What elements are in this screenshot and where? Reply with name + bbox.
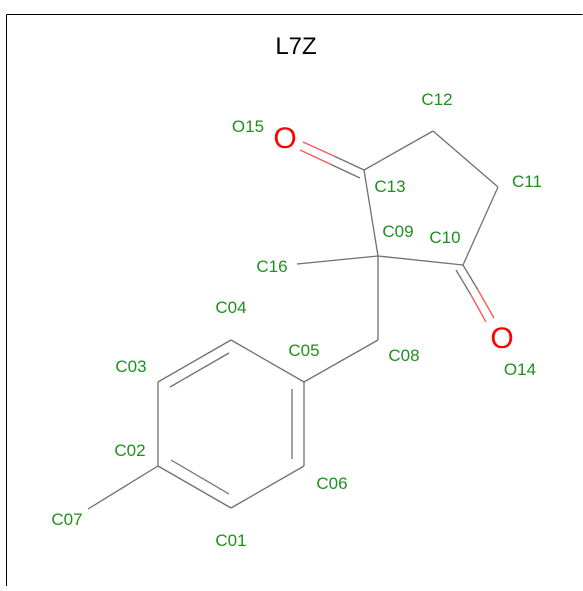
bond-c10-o14-b-gray (455, 269, 472, 296)
bond-c12-c11 (432, 130, 499, 188)
atom-label-c04: C04 (215, 298, 246, 317)
atom-label-c01: C01 (215, 531, 246, 550)
bond-c02-c07 (87, 465, 159, 510)
atom-label-c13: C13 (374, 177, 405, 196)
atom-labels: C12 O15 C11 C13 C09 C10 C16 C04 C05 C08 … (51, 90, 542, 550)
bonds (87, 130, 499, 510)
bond-c13-c12 (363, 130, 434, 171)
atom-label-c08: C08 (388, 346, 419, 365)
bond-c10-c09 (377, 255, 464, 266)
atom-label-c06: C06 (316, 474, 347, 493)
bond-c10-o14-b-red (470, 294, 487, 323)
oxygen-o14-symbol: O (490, 322, 513, 355)
bond-c10-o14-a-red (477, 289, 495, 319)
atom-label-c02: C02 (114, 441, 145, 460)
oxygen-o15-symbol: O (273, 122, 296, 155)
atom-label-c10: C10 (429, 228, 460, 247)
bond-c09-c16 (296, 255, 379, 265)
bond-c04-c03 (157, 339, 232, 383)
atom-label-c11: C11 (512, 172, 542, 191)
bond-c10-o14-a-gray (462, 264, 479, 291)
bond-c13-o15-a-red (302, 141, 335, 157)
atom-label-c12: C12 (421, 90, 452, 109)
bond-c02-c01 (157, 465, 232, 509)
atom-label-c07: C07 (51, 510, 82, 529)
bond-c13-o15-a-gray (333, 155, 365, 171)
bond-c09-c13 (363, 169, 379, 257)
atom-label-c09: C09 (382, 222, 413, 241)
bond-c13-o15-b-gray (329, 163, 361, 179)
aromatic-inner-c02-c01 (170, 459, 230, 495)
atom-label-c05: C05 (288, 341, 319, 360)
aromatic-inner-c04-c03 (169, 352, 230, 388)
atom-label-c16: C16 (256, 257, 287, 276)
atom-label-o15: O15 (232, 117, 264, 136)
molecule-title: L7Z (275, 33, 316, 60)
bond-c01-c06 (230, 465, 305, 509)
bond-c11-c10 (462, 186, 499, 266)
atom-label-o14: O14 (504, 360, 536, 379)
bond-c05-c04 (230, 339, 305, 383)
bond-c08-c05 (303, 339, 379, 383)
bond-c13-o15-b-red (299, 149, 331, 165)
atom-label-c03: C03 (115, 357, 146, 376)
